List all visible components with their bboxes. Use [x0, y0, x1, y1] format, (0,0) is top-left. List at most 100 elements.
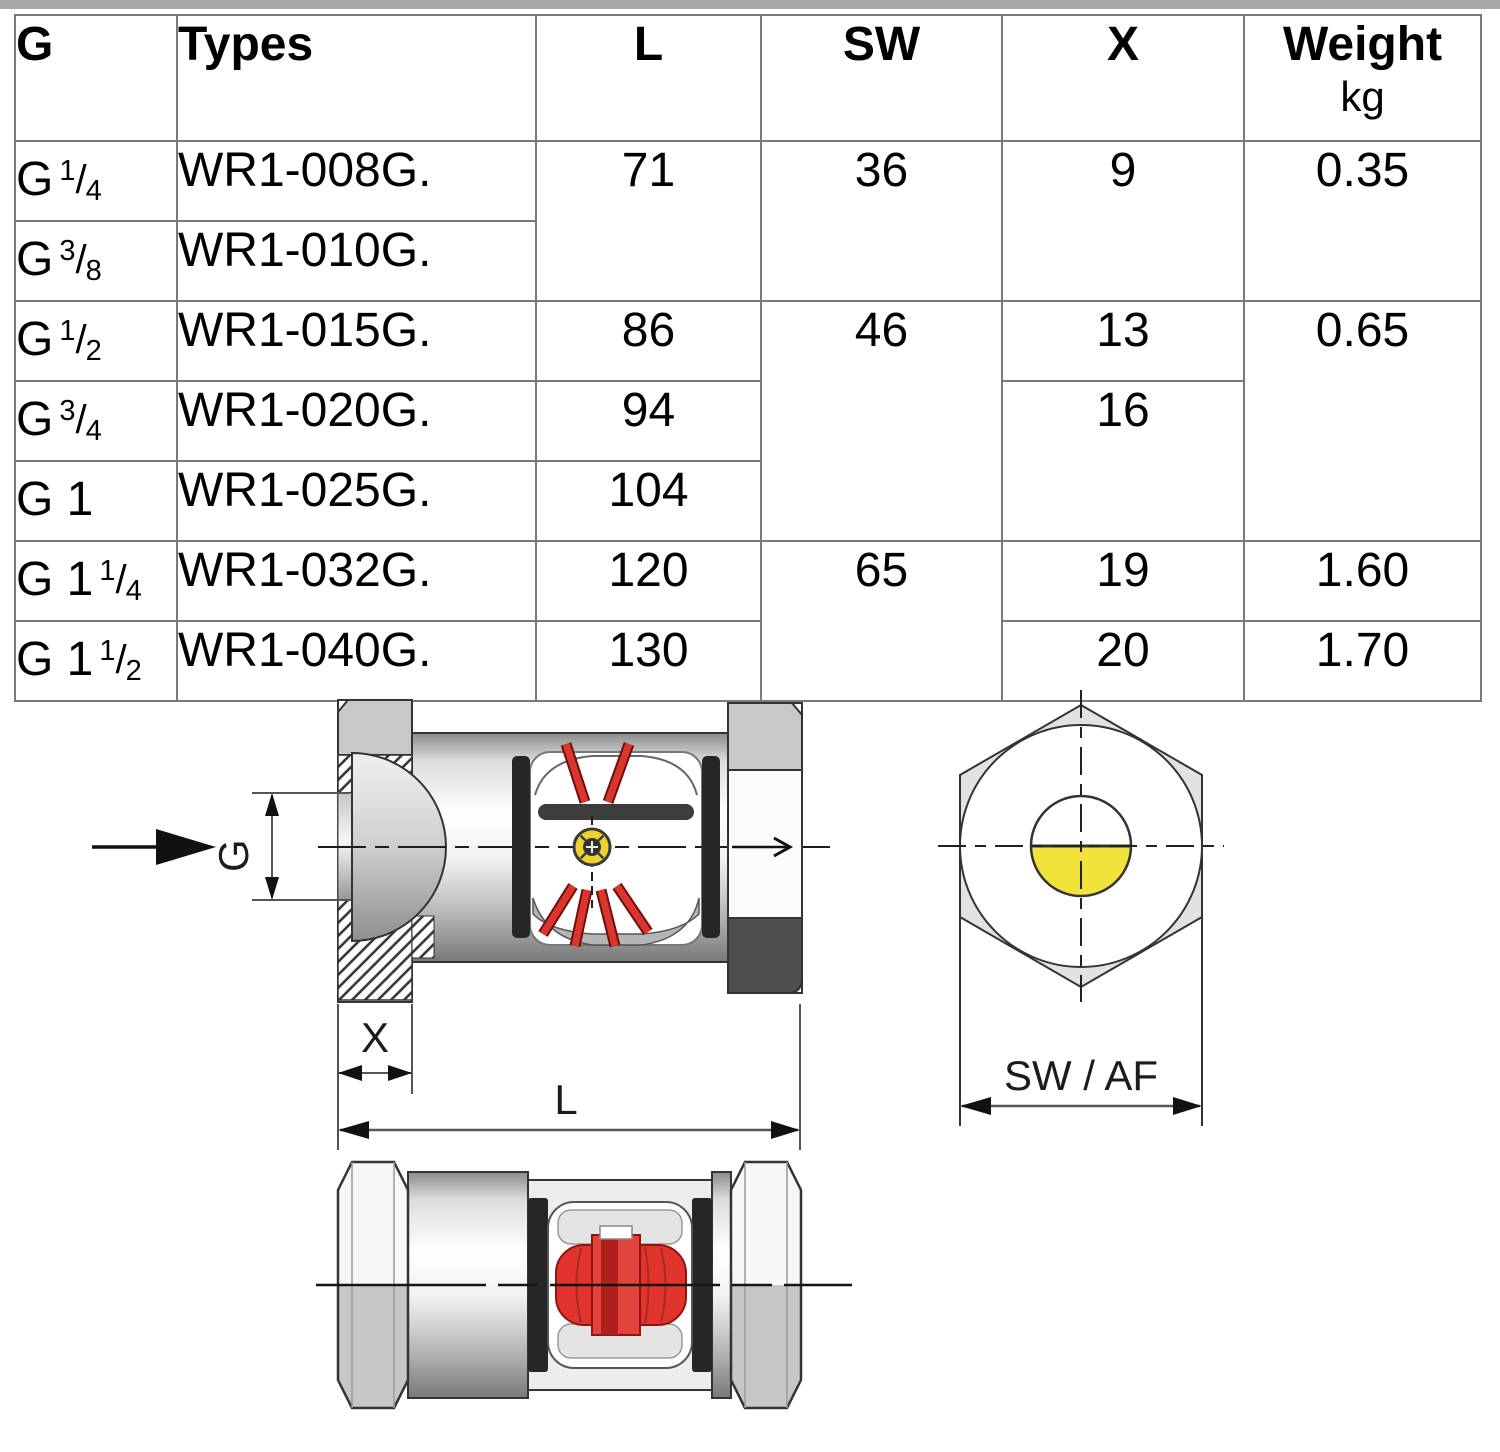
g-frac-den: 4 [85, 415, 102, 447]
cell-type: WR1-025G. [176, 460, 537, 542]
cell-x: 20 [1001, 620, 1245, 702]
technical-drawing: G X L [92, 690, 1224, 1410]
g-prefix: G 1 [16, 553, 94, 606]
col-header-types: Types [176, 14, 537, 142]
g-prefix: G [16, 313, 54, 366]
cell-sw: 36 [760, 140, 1003, 302]
g-prefix: G [16, 393, 54, 446]
window-top-arc [534, 755, 698, 796]
cell-l: 86 [535, 300, 762, 382]
cell-x: 9 [1001, 140, 1245, 302]
side-view [318, 699, 830, 1003]
inlet-nut-cap [337, 699, 413, 756]
g-frac-sep: / [75, 158, 86, 202]
cell-x: 13 [1001, 300, 1245, 382]
page-edge-strip [0, 0, 1500, 9]
cell-sw: 65 [760, 540, 1003, 702]
bottom-view [316, 1160, 852, 1410]
cell-x: 19 [1001, 540, 1245, 622]
g-prefix: G [16, 153, 54, 206]
dim-label-g: G [210, 839, 257, 872]
dim-label-l: L [554, 1076, 577, 1123]
dimension-x: X [337, 1004, 413, 1150]
cell-weight: 1.70 [1243, 620, 1482, 702]
cell-weight: 0.35 [1243, 140, 1482, 302]
rotor-hub [572, 827, 612, 867]
cell-sw: 46 [760, 300, 1003, 542]
cell-weight: 0.65 [1243, 300, 1482, 542]
g-frac-den: 8 [85, 255, 102, 287]
g-frac-sep: / [115, 558, 127, 602]
outlet-nut-cap [727, 702, 803, 771]
baffle-bar [538, 804, 694, 820]
dimension-g: G [210, 792, 350, 901]
weight-label: Weight [1282, 18, 1443, 71]
g-frac-den: 2 [85, 335, 102, 367]
g-frac-sep: / [115, 638, 127, 682]
col-header-x: X [1001, 14, 1245, 142]
hex-end-view [938, 690, 1224, 1126]
flow-direction-arrow-icon [92, 829, 216, 865]
cell-type: WR1-020G. [176, 380, 537, 462]
cell-l: 94 [535, 380, 762, 462]
cell-type: WR1-040G. [176, 620, 537, 702]
col-header-weight: Weight kg [1243, 14, 1482, 142]
dim-label-sw-af: SW / AF [1004, 1052, 1158, 1099]
g-prefix: G 1 [16, 473, 94, 526]
g-frac-num: 1 [59, 315, 76, 347]
col-header-l: L [535, 14, 762, 142]
weight-unit-label: kg [1340, 73, 1385, 120]
cell-l: 71 [535, 140, 762, 302]
g-frac-num: 1 [59, 155, 76, 187]
g-frac-sep: / [75, 318, 86, 362]
outlet-flow-arrow-icon [773, 836, 794, 858]
g-frac-num: 1 [99, 635, 116, 667]
g-frac-den: 4 [125, 575, 142, 607]
rotor-blades [538, 742, 653, 948]
header-row: G Types L SW X Weight kg [14, 14, 1482, 142]
g-frac-num: 1 [99, 555, 116, 587]
outlet-nut-dark-block [727, 917, 803, 994]
g-prefix: G [16, 233, 54, 286]
g-frac-den: 2 [125, 655, 142, 687]
hatch-step [411, 915, 435, 959]
cell-weight: 1.60 [1243, 540, 1482, 622]
dim-label-x: X [361, 1014, 389, 1061]
col-header-sw: SW [760, 14, 1003, 142]
g-frac-den: 4 [85, 175, 102, 207]
cell-g-size: G 1 [14, 460, 178, 542]
cell-l: 104 [535, 460, 762, 542]
g-frac-num: 3 [59, 235, 76, 267]
cell-l: 130 [535, 620, 762, 702]
seal-ring-left [512, 756, 530, 938]
cell-type: WR1-010G. [176, 220, 537, 302]
cell-type: WR1-015G. [176, 300, 537, 382]
g-frac-num: 3 [59, 395, 76, 427]
col-header-g: G [14, 14, 178, 142]
dimension-l: L [338, 1004, 801, 1150]
g-prefix: G 1 [16, 633, 94, 686]
g-frac-sep: / [75, 238, 86, 282]
g-frac-sep: / [75, 398, 86, 442]
dimension-sw-af: SW / AF [960, 1052, 1202, 1115]
cell-type: WR1-032G. [176, 540, 537, 622]
table-row: G 1 WR1-025G. 104 [14, 460, 1481, 542]
cell-type: WR1-008G. [176, 140, 537, 222]
paddle-notch [599, 1225, 633, 1240]
seal-ring-right [702, 756, 720, 938]
cell-x: 16 [1001, 380, 1245, 542]
